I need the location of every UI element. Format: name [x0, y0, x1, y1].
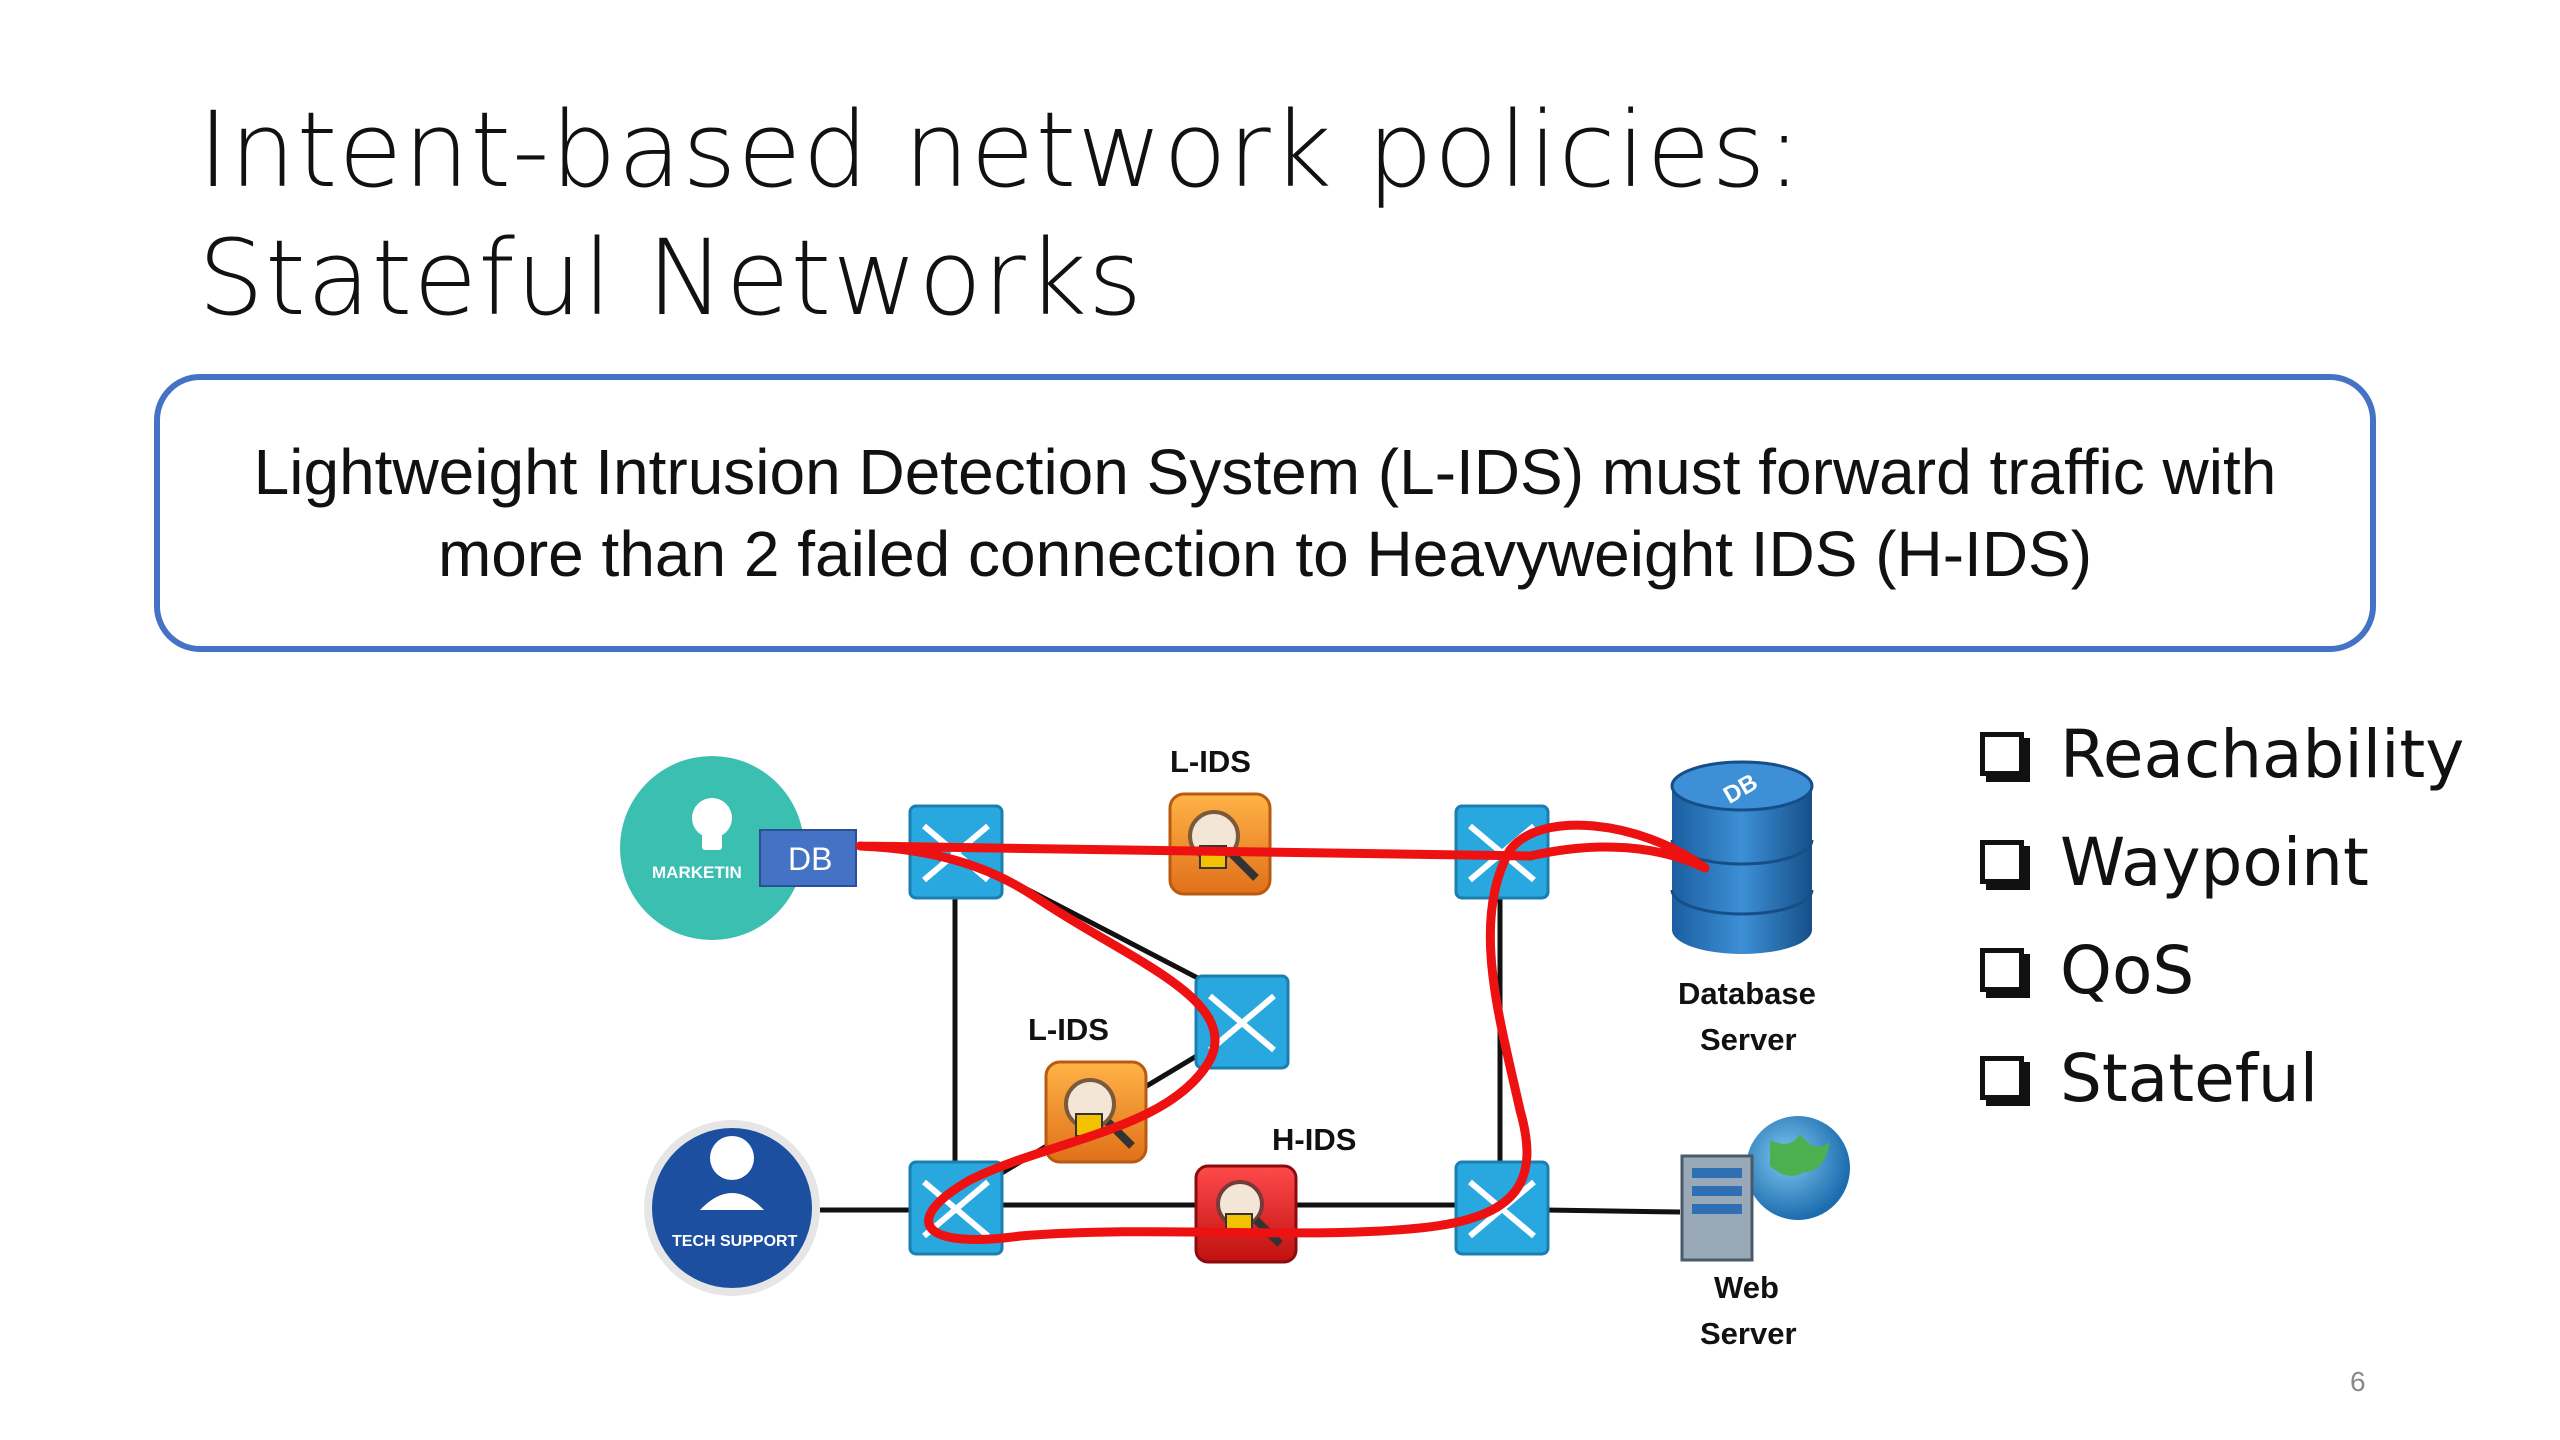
checkbox-icon — [1980, 948, 2024, 992]
checkbox-icon — [1980, 1056, 2024, 1100]
intent-text: Lightweight Intrusion Detection System (… — [253, 436, 2277, 590]
svg-text:Server: Server — [1700, 1022, 1797, 1057]
svg-text:L-IDS: L-IDS — [1028, 1012, 1109, 1047]
checklist: Reachability Waypoint QoS Stateful — [1980, 700, 2464, 1132]
page-number: 6 — [2350, 1366, 2366, 1397]
web-server: Web Server — [1680, 1116, 1850, 1351]
traffic-path — [855, 820, 1710, 1244]
checkbox-icon — [1980, 840, 2024, 884]
tech-support-label: TECH SUPPORT — [672, 1233, 798, 1250]
checklist-item-waypoint: Waypoint — [1980, 808, 2464, 916]
headset-person-icon — [700, 1136, 764, 1210]
svg-text:L-IDS: L-IDS — [1170, 744, 1251, 779]
marketing-db-tag — [759, 829, 857, 887]
checklist-item-reachability: Reachability — [1980, 700, 2464, 808]
lightbulb-icon — [692, 798, 732, 850]
checkbox-icon — [1980, 732, 2024, 776]
intent-box: Lightweight Intrusion Detection System (… — [154, 374, 2376, 652]
svg-text:Web: Web — [1714, 1270, 1779, 1305]
lids-top: L-IDS — [1168, 744, 1272, 896]
svg-text:Database: Database — [1678, 976, 1816, 1011]
lids-middle: L-IDS — [1028, 1012, 1148, 1164]
checklist-item-qos: QoS — [1980, 916, 2464, 1024]
checklist-item-stateful: Stateful — [1980, 1024, 2464, 1132]
svg-text:DB: DB — [788, 841, 832, 877]
marketing-node: MARKETIN DB — [620, 756, 857, 940]
database-server: DB Database Server — [1670, 760, 1816, 1057]
marketing-label: MARKETIN — [652, 863, 742, 882]
svg-text:Server: Server — [1700, 1316, 1797, 1351]
slide-title: Intent-based network policies: Stateful … — [198, 89, 1803, 339]
svg-text:H-IDS: H-IDS — [1272, 1122, 1356, 1157]
hids: H-IDS — [1194, 1122, 1356, 1264]
tech-support-node: TECH SUPPORT — [644, 1120, 820, 1296]
